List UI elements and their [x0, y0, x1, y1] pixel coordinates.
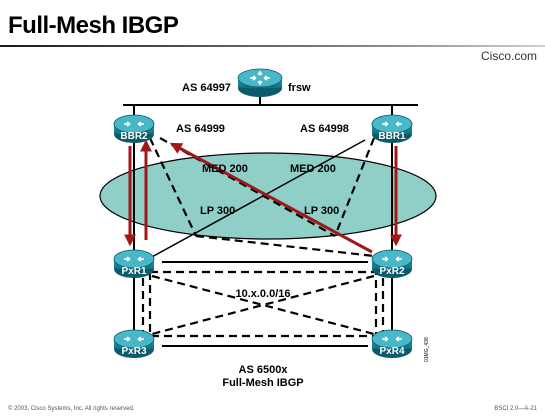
- frsw-label: frsw: [288, 82, 311, 94]
- ibgp-bbr1-dashed: [333, 137, 376, 237]
- arrow-pxr2-to-bbr2: [169, 142, 373, 254]
- router-pxr4: PxR4: [371, 329, 413, 358]
- router-bbr2: BBR2: [113, 114, 155, 143]
- router-arrows-icon: [382, 121, 402, 127]
- router-label-bbr1: BBR1: [378, 131, 406, 142]
- router-arrows-icon: [382, 336, 402, 342]
- as-left-label: AS 64999: [176, 123, 225, 135]
- as-right-label: AS 64998: [300, 123, 349, 135]
- link-pxr1-bbr1: [149, 139, 366, 259]
- bottom-as-label: AS 6500x: [239, 364, 289, 376]
- router-arrows-icon: [250, 71, 270, 85]
- lp-right-label: LP 300: [304, 205, 339, 217]
- copyright: © 2003, Cisco Systems, Inc. All rights r…: [8, 406, 135, 412]
- router-label-pxr4: PxR4: [379, 346, 404, 357]
- router-pxr2: PxR2: [371, 249, 413, 278]
- router-label-pxr2: PxR2: [379, 266, 404, 277]
- router-label-pxr1: PxR1: [121, 266, 146, 277]
- router-bbr1: BBR1: [371, 114, 413, 143]
- lp-left-label: LP 300: [200, 205, 235, 217]
- page-title: Full-Mesh IBGP: [8, 12, 179, 39]
- router-arrows-icon: [124, 256, 144, 262]
- router-pxr1: PxR1: [113, 249, 155, 278]
- router-pxr3: PxR3: [113, 329, 155, 358]
- ibgp-mesh-box: [148, 270, 378, 338]
- router-arrows-icon: [124, 121, 144, 127]
- router-label-bbr2: BBR2: [120, 131, 148, 142]
- figure-id: 01MG_438: [424, 337, 430, 362]
- router-arrows-icon: [382, 256, 402, 262]
- router-frsw: [237, 68, 283, 97]
- router-label-pxr3: PxR3: [121, 346, 146, 357]
- med-left-label: MED 200: [202, 163, 248, 175]
- top-as-label: AS 64997: [182, 82, 231, 94]
- title-divider: [0, 45, 545, 47]
- med-right-label: MED 200: [290, 163, 336, 175]
- ibgp-bbr2-pxr1-dashed: [149, 137, 197, 237]
- router-arrows-icon: [124, 336, 144, 342]
- full-mesh-label: Full-Mesh IBGP: [222, 377, 303, 389]
- subnet-label: 10.x.0.0/16: [235, 288, 290, 300]
- brand-logo-text: Cisco.com: [480, 49, 537, 63]
- ibgp-dash-mid: [195, 234, 375, 258]
- slide-code: BSCI 2.0—A-21: [494, 406, 537, 412]
